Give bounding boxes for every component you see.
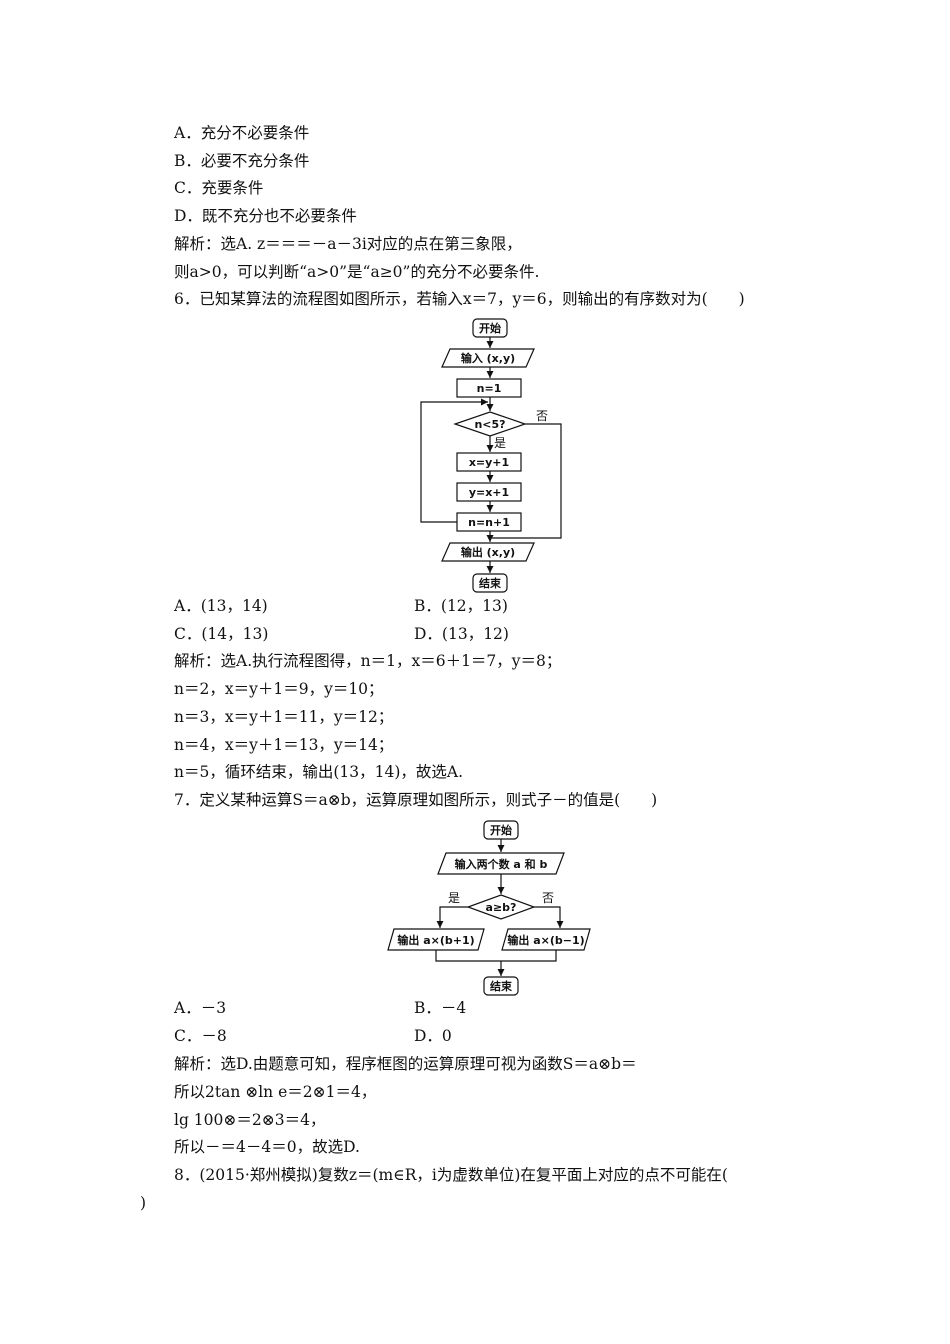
q6-solution-line-4: n＝4，x＝y＋1＝13，y＝14； (174, 736, 394, 754)
q7-solution-line-4: 所以－＝4－4＝0，故选D. (174, 1138, 360, 1156)
q6-no-branch-line (492, 423, 562, 539)
q7-option-c: C．－8 (174, 1027, 227, 1045)
q6-step-y-label: y=x+1 (469, 486, 509, 499)
q7-output-left-label: 输出 a×(b+1) (397, 933, 474, 947)
q7-input-label: 输入两个数 a 和 b (455, 857, 548, 871)
q5-option-a: A．充分不必要条件 (174, 124, 310, 142)
q6-input-label: 输入 (x,y) (461, 351, 515, 365)
q7-start-label: 开始 (490, 823, 512, 837)
q6-option-d: D．(13，12) (414, 625, 509, 643)
q7-end-box (483, 976, 519, 996)
q6-output-label: 输出 (x,y) (461, 545, 515, 559)
q7-solution-line-3: lg 100⊗＝2⊗3＝4， (174, 1111, 326, 1129)
q6-output-box (441, 542, 535, 562)
q6-input-box (441, 348, 535, 368)
q7-option-d: D．0 (414, 1027, 452, 1045)
q6-option-b: B．(12，13) (414, 597, 508, 615)
q6-options-row-1: A．(13，14) (174, 596, 268, 616)
q7-condition-diamond (466, 894, 536, 920)
q7-output-left-box (387, 928, 485, 951)
q7-no-label: 否 (542, 891, 554, 905)
q6-solution-line-1: 解析：选A.执行流程图得，n＝1，x＝6＋1＝7，y＝8； (174, 652, 562, 670)
q7-output-right-label: 输出 a×(b−1) (507, 933, 584, 947)
q7-input-box (437, 852, 565, 875)
q5-option-b: B．必要不充分条件 (174, 152, 310, 170)
q6-step-x-label: x=y+1 (469, 456, 509, 469)
q7-merge-line (435, 950, 557, 962)
q6-init-box (456, 378, 522, 398)
q7-yes-label: 是 (448, 891, 460, 905)
q7-option-b: B．－4 (414, 999, 467, 1017)
q7-yes-branch-line (436, 906, 468, 928)
q6-flowchart: 开始 输入 (x,y) n=1 n<5? 是 否 x=y+1 y=x+1 n=n… (420, 318, 562, 593)
q6-solution-line-5: n＝5，循环结束，输出(13，14)，故选A. (174, 763, 464, 781)
q6-init-label: n=1 (477, 382, 502, 395)
q6-solution-line-2: n＝2，x＝y＋1＝9，y＝10； (174, 680, 384, 698)
q6-condition-label: n<5? (474, 418, 505, 431)
q6-step-x-box (456, 452, 522, 472)
q7-condition-label: a≥b? (486, 901, 517, 914)
q6-option-c: C．(14，13) (174, 625, 269, 643)
q8-stem-end: ) (140, 1194, 147, 1212)
q6-option-a: A．(13，14) (174, 597, 268, 615)
q6-step-n-label: n=n+1 (468, 516, 510, 529)
q6-start-label: 开始 (479, 321, 501, 335)
q8-stem: 8．(2015·郑州模拟)复数z＝(m∈R，i为虚数单位)在复平面上对应的点不可… (174, 1166, 728, 1184)
q6-step-y-box (456, 482, 522, 502)
q7-end-label: 结束 (489, 979, 513, 993)
q7-option-a: A．－3 (174, 999, 227, 1017)
q6-solution-line-3: n＝3，x＝y＋1＝11，y＝12； (174, 708, 394, 726)
q7-flowchart: 开始 输入两个数 a 和 b a≥b? 是 否 输出 a×(b+1) 输出 a×… (387, 820, 591, 996)
q7-output-right-box (501, 928, 591, 951)
q7-no-branch-line (534, 906, 564, 928)
q6-no-label: 否 (536, 409, 548, 423)
q6-stem: 6．已知某算法的流程图如图所示，若输入x＝7，y＝6，则输出的有序数对为( ) (174, 290, 745, 308)
q7-solution-line-2: 所以2tan ⊗ln e＝2⊗1＝4， (174, 1083, 377, 1101)
q6-end-box (472, 573, 508, 593)
q6-yes-label: 是 (494, 436, 506, 450)
q7-stem: 7．定义某种运算S＝a⊗b，运算原理如图所示，则式子－的值是( ) (174, 791, 658, 809)
q5-solution-line-1: 解析：选A. z＝＝＝－a－3i对应的点在第三象限， (174, 235, 522, 253)
q5-option-d: D．既不充分也不必要条件 (174, 207, 357, 225)
q6-loop-line (420, 398, 488, 523)
q6-end-label: 结束 (478, 576, 502, 590)
q5-option-c: C．充要条件 (174, 179, 264, 197)
q5-solution-line-2: 则a>0，可以判断“a>0”是“a≥0”的充分不必要条件. (174, 263, 540, 281)
q7-solution-line-1: 解析：选D.由题意可知，程序框图的运算原理可视为函数S＝a⊗b＝ (174, 1055, 637, 1073)
